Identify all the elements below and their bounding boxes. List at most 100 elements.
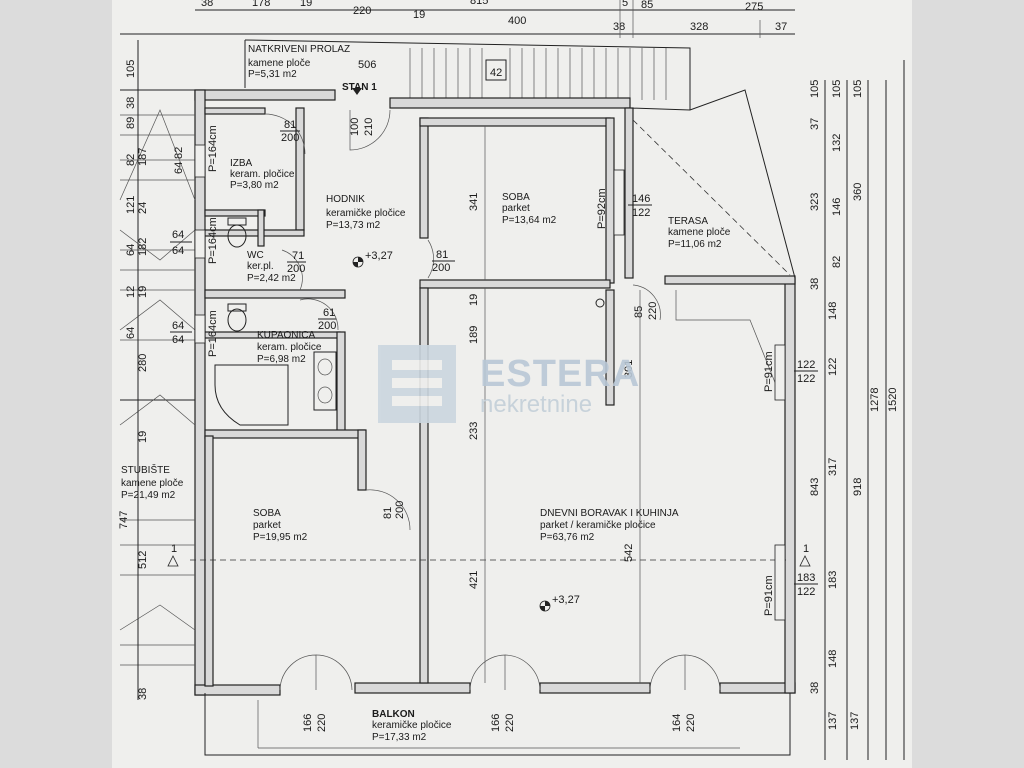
interior-dimensions: 341 19 189 233 421 301 542: [468, 126, 641, 683]
dim-r2-843: 843: [809, 478, 821, 496]
room-title-soba2: SOBA: [253, 508, 281, 519]
dim-top-38b: 38: [613, 21, 625, 33]
room-area-soba1: P=13,64 m2: [502, 215, 557, 226]
window-tag-izba-top: 82: [173, 147, 185, 159]
room-material-stubiste: kamene ploče: [121, 478, 184, 489]
dim-left-19b: 19: [137, 431, 149, 443]
window-note-soba1: P=92cm: [596, 188, 608, 229]
column-round-icon: [595, 298, 605, 308]
dim-top-400: 400: [508, 15, 526, 27]
dim-top-19b: 19: [413, 9, 425, 21]
dimension-chain-top: 38 178 19 220 19 5 85 275 815 400 38 328…: [120, 0, 795, 38]
dim-r1-105: 105: [809, 80, 821, 98]
dim-int-233: 233: [468, 422, 480, 440]
elevation-label-dnevni: +3,27: [552, 594, 580, 606]
room-title-terasa: TERASA: [668, 216, 708, 227]
bathtub-icon: [214, 364, 289, 426]
room-material-soba2: parket: [253, 520, 281, 531]
dim-top-220: 220: [353, 5, 371, 17]
room-area-izba: P=3,80 m2: [230, 180, 279, 191]
dim-r1-317: 317: [827, 458, 839, 476]
dim-top-328: 328: [690, 21, 708, 33]
dim-left-12: 12: [125, 286, 137, 298]
dim-left-82: 82: [125, 154, 137, 166]
dim-r3-105: 105: [852, 80, 864, 98]
dim-top-178: 178: [252, 0, 270, 9]
dim-int-341: 341: [468, 193, 480, 211]
double-sink-icon: [313, 351, 337, 411]
dim-r2-82: 82: [831, 256, 843, 268]
dimension-chain-left: 105 38 89 82 187 121 24 64 182 12 19 64 …: [118, 40, 149, 700]
dim-42: 42: [490, 67, 502, 79]
dimension-chain-right: 105 37 323 38 148 122 317 183 148 38 137…: [809, 60, 905, 760]
room-material-dnevni: parket / keramičke pločice: [540, 520, 656, 531]
door-tag-soba1-top: 81: [436, 249, 448, 261]
window-note-dnevni1: P=91cm: [763, 351, 775, 392]
dim-r3-918: 918: [852, 478, 864, 496]
door-tag-kupaonica-top: 61: [323, 307, 335, 319]
room-material-terasa: kamene ploče: [668, 227, 731, 238]
dim-r1-148b: 148: [827, 650, 839, 668]
door-tags: 81 200 100 210 81 200 71 200 61 200 81 2…: [280, 118, 697, 732]
room-area-wc: P=2,42 m2: [247, 273, 296, 284]
dim-top-5: 5: [622, 0, 628, 9]
room-area-stubiste: P=21,49 m2: [121, 490, 176, 501]
room-labels: IZBA keram. pločice P=3,80 m2 HODNIK ker…: [230, 158, 731, 543]
room-area-natkriveni: P=5,31 m2: [248, 69, 297, 80]
dim-r1-183: 183: [827, 571, 839, 589]
dim-int-19: 19: [468, 294, 480, 306]
room-title-kupaonica: KUPAONICA: [257, 330, 315, 341]
dim-left-38: 38: [125, 97, 137, 109]
door-tag-izba-bottom: 200: [281, 132, 299, 144]
toilet-bathroom-icon: [227, 308, 247, 332]
window-tag-izba-bottom: 64: [173, 162, 185, 174]
room-material-izba: keram. pločice: [230, 169, 295, 180]
dim-r1-137: 137: [827, 712, 839, 730]
watermark-title: ESTERA: [480, 353, 640, 395]
entry-door: [349, 109, 391, 151]
section-mark-left: 1: [171, 543, 177, 555]
window-tag-kup-top: 64: [172, 320, 184, 332]
room-material-hodnik: keramičke pločice: [326, 208, 406, 219]
section-mark-right: 1: [803, 543, 809, 555]
room-title-natkriveni: NATKRIVENI PROLAZ: [248, 44, 350, 55]
door-tag-izba-top: 81: [284, 119, 296, 131]
door-tag-wc-top: 71: [292, 250, 304, 262]
door-tag-balkon3-top: 164: [671, 714, 683, 732]
room-area-terasa: P=11,06 m2: [668, 239, 722, 250]
window-note-dnevni2: P=91cm: [763, 575, 775, 616]
room-title-wc: WC: [247, 250, 264, 261]
window-tag-soba1-bottom: 122: [632, 207, 650, 219]
room-material-wc: ker.pl.: [247, 261, 274, 272]
dim-left-24: 24: [137, 202, 149, 214]
windows: 64 64 64 64 82 64 P=164cm P=164cm P=164c…: [170, 125, 818, 621]
balcony-outline: BALKON keramičke pločice P=17,33 m2: [204, 693, 791, 756]
room-title-soba1: SOBA: [502, 192, 530, 203]
dim-r2-132: 132: [831, 134, 843, 152]
dim-left-512: 512: [137, 551, 149, 569]
window-tag-wc-bottom: 64: [172, 245, 184, 257]
room-title-balkon: BALKON: [372, 709, 415, 720]
dim-left-64b: 64: [125, 327, 137, 339]
dim-int-301: 301: [623, 360, 635, 378]
dim-r1-38b: 38: [809, 682, 821, 694]
window-tag-dnevni1-bottom: 122: [797, 373, 815, 385]
window-tag-kup-bottom: 64: [172, 334, 184, 346]
door-tag-balkon1-bottom: 220: [316, 714, 328, 732]
dim-left-187: 187: [137, 148, 149, 166]
door-tag-terasa-bottom: 220: [647, 302, 659, 320]
dim-left-280: 280: [137, 354, 149, 372]
dim-r1-122: 122: [827, 358, 839, 376]
door-tag-entry-bottom: 210: [363, 118, 375, 136]
room-title-hodnik: HODNIK: [326, 194, 365, 205]
staircase-stubiste: STUBIŠTE kamene ploče P=21,49 m2: [119, 89, 196, 666]
dim-int-189: 189: [468, 326, 480, 344]
dim-left-38b: 38: [137, 688, 149, 700]
dim-left-747: 747: [118, 511, 130, 529]
dim-r1-148: 148: [827, 302, 839, 320]
watermark-subtitle: nekretnine: [480, 391, 592, 418]
dim-r1-37: 37: [809, 118, 821, 130]
elevation-markers: +3,27 +3,27: [352, 250, 580, 612]
elevation-label-hodnik: +3,27: [365, 250, 393, 262]
